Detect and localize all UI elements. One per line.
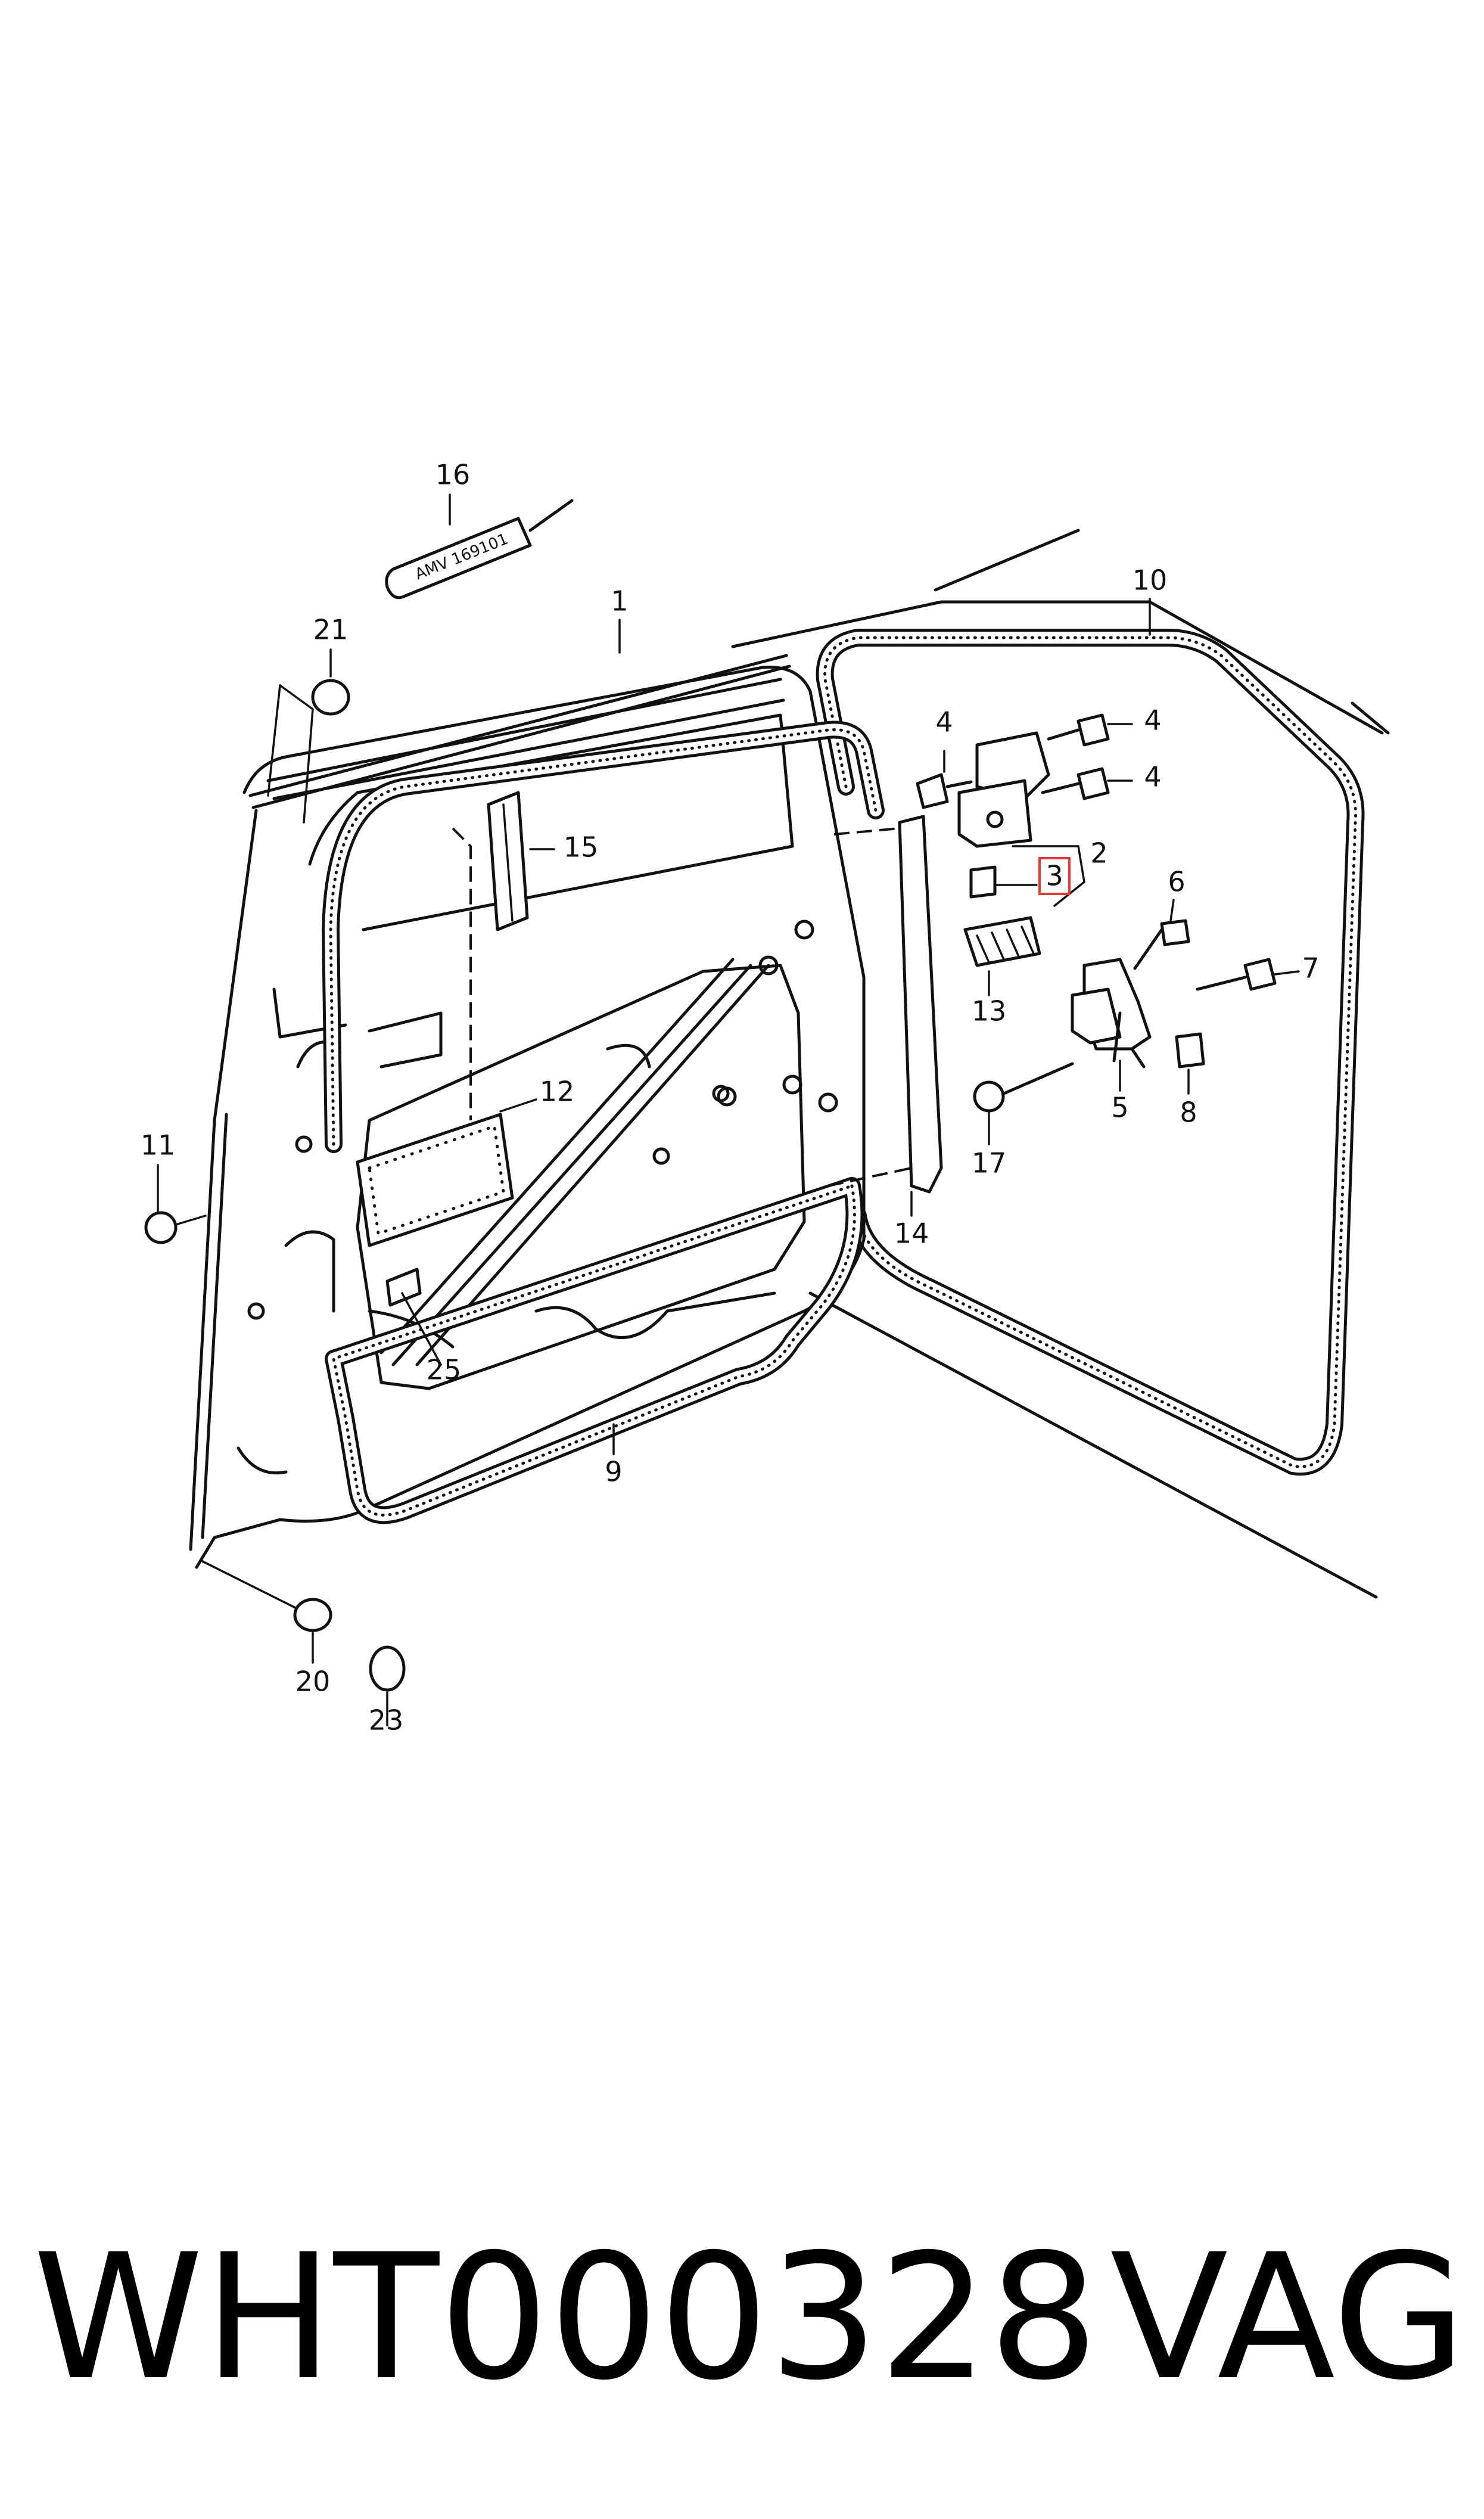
trim-strip [452,791,529,1120]
adhesive-tube: AMV 169101 [385,499,574,600]
window-frame-trim [248,654,791,809]
part-number: WHT000328 [33,2217,1099,2418]
callout-7: 7 [1302,952,1319,984]
callout-3: 3 [1046,860,1063,892]
body-door-seal [816,629,1365,1476]
clip-11 [144,1211,207,1244]
callout-13: 13 [972,995,1007,1027]
callouts: 1 2 3 4 4 4 5 6 7 8 9 10 11 12 13 14 15 … [141,459,1320,1737]
inner-panel [356,958,806,1390]
plug-21 [267,679,350,824]
callout-20: 20 [295,1666,331,1698]
brand-name: VAG [1110,2217,1466,2418]
callout-9: 9 [605,1456,622,1488]
upper-hinge [916,713,1110,899]
buffer-13 [963,916,1041,967]
callout-1: 1 [611,585,628,617]
callout-17: 17 [972,1147,1007,1179]
callout-2: 2 [1090,837,1107,869]
callout-15: 15 [564,831,599,864]
callout-10: 10 [1133,564,1168,597]
door-shell [189,666,866,1569]
callout-4-mid: 4 [1144,761,1161,793]
callout-25: 25 [427,1354,462,1386]
sticker-label [385,1268,422,1307]
callout-23: 23 [369,1704,404,1737]
callout-6: 6 [1168,866,1185,898]
callout-5: 5 [1111,1092,1128,1124]
callout-8: 8 [1180,1097,1197,1129]
body-opening [731,529,1390,1599]
callout-4-left: 4 [935,706,953,738]
callout-14: 14 [894,1217,929,1250]
door-seal [322,720,885,1524]
plug-20 [201,1560,332,1632]
plug-23 [369,1645,406,1692]
callout-4-top: 4 [1144,704,1161,737]
callout-11: 11 [141,1129,176,1161]
callout-12: 12 [540,1076,575,1108]
foam-pad [356,1113,514,1247]
callout-16: 16 [435,459,471,491]
lower-hinge [973,919,1277,1113]
hinge-side-strip [827,815,943,1194]
callout-3-highlight [1038,857,1071,895]
callout-21: 21 [313,614,349,646]
